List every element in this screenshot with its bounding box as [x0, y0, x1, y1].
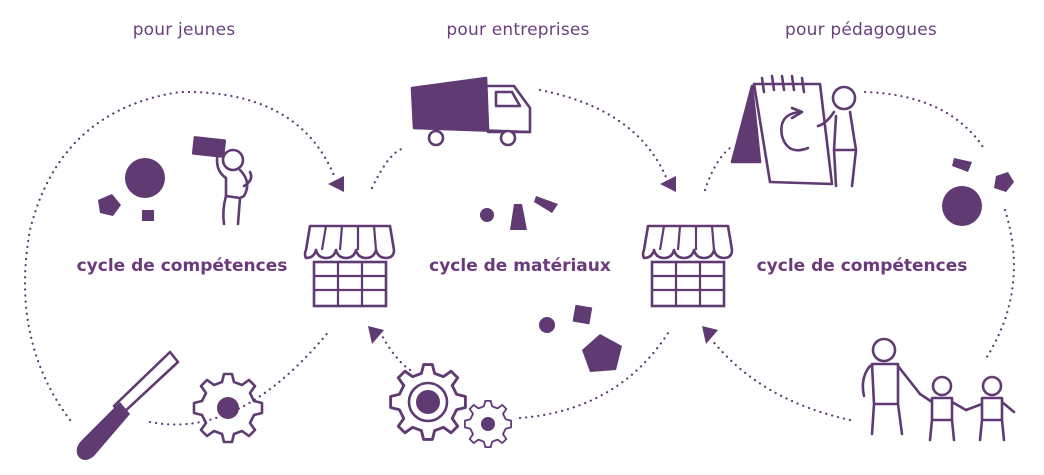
- arc-left-bottom: [148, 328, 332, 426]
- arc-center-top-left: [370, 146, 407, 190]
- arc-left-top: [23, 90, 337, 422]
- cycle-label-middle: cycle de matériaux: [429, 256, 611, 276]
- family-icon: [861, 337, 1016, 442]
- arrow-center-top: [660, 176, 676, 192]
- cycle-label-left: cycle de compétences: [76, 256, 288, 276]
- center-top-shapes: [480, 196, 558, 230]
- gear-icon: [192, 372, 264, 444]
- header-youth: pour jeunes: [132, 20, 236, 40]
- gears-icon: [389, 363, 513, 449]
- person-with-flipchart-icon: [730, 74, 858, 188]
- arc-right-bottom: [710, 338, 852, 422]
- right-top-shapes: [942, 158, 1014, 226]
- truck-icon: [410, 76, 532, 147]
- cycle-label-right: cycle de compétences: [756, 256, 968, 276]
- arc-right-side: [983, 208, 1015, 362]
- arrow-left-bottom: [368, 326, 384, 344]
- arrow-center-bottom: [702, 326, 718, 344]
- arrow-left-top: [328, 176, 344, 192]
- arrows: [328, 176, 718, 344]
- arc-right-top-left: [703, 146, 732, 192]
- arc-center-bottom-right: [518, 328, 672, 420]
- screwdriver-icon: [76, 350, 180, 460]
- arc-center-bottom-left: [378, 330, 412, 372]
- arc-center-top-right: [538, 88, 670, 184]
- arc-right-top: [863, 90, 987, 152]
- left-top-shapes: [98, 158, 165, 221]
- header-educators: pour pédagogues: [785, 20, 937, 40]
- cycle-arcs: [23, 88, 1015, 426]
- person-carrying-box-icon: [191, 136, 253, 226]
- center-bottom-shapes: [539, 304, 622, 372]
- header-business: pour entreprises: [446, 20, 590, 40]
